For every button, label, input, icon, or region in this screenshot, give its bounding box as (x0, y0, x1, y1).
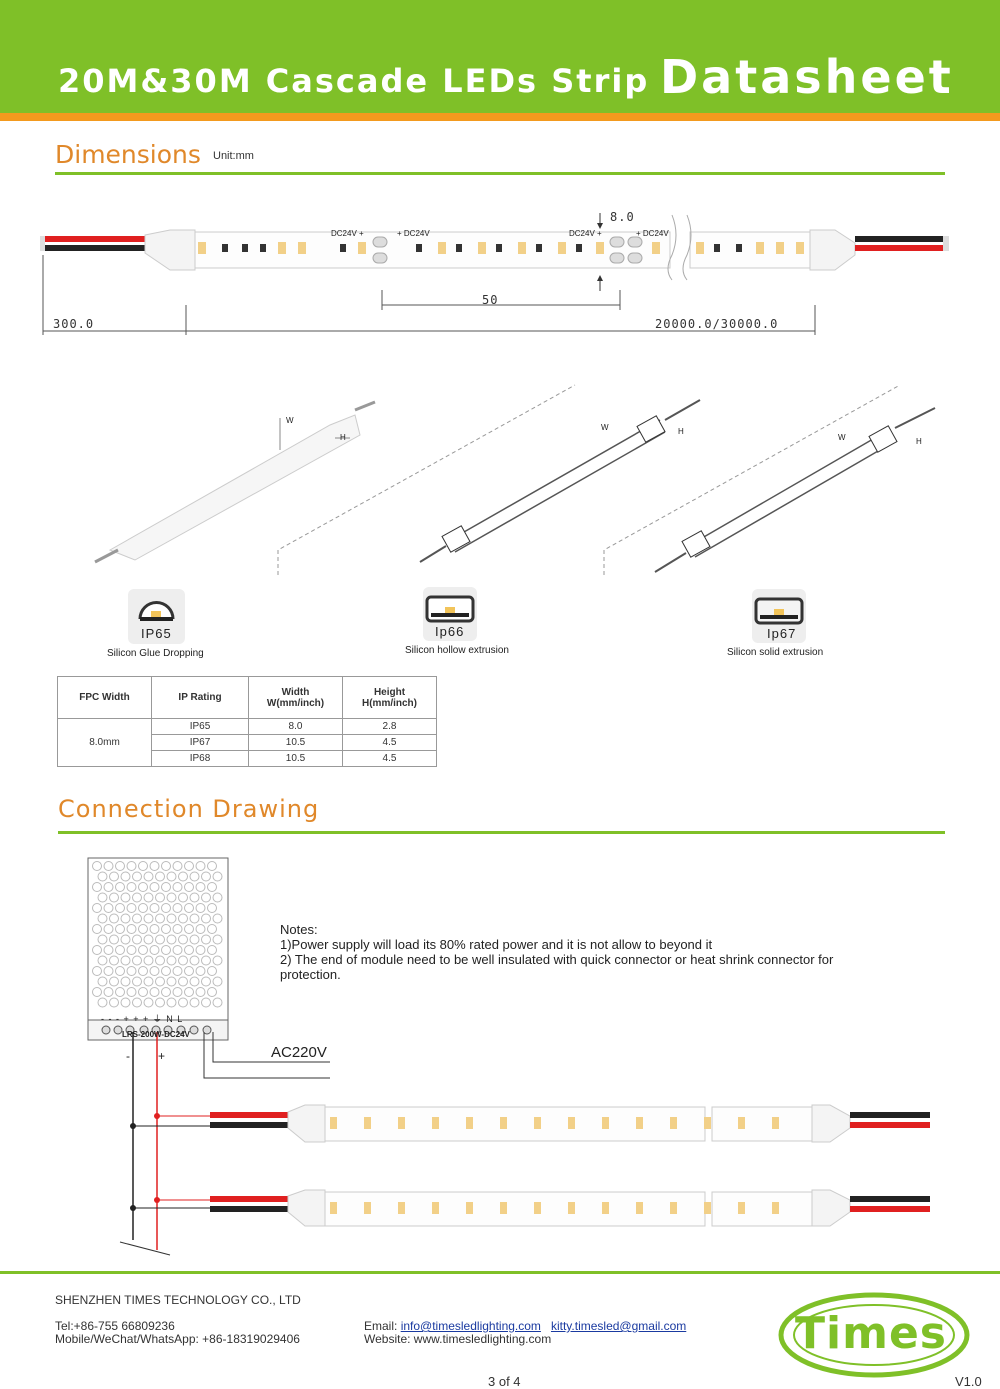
email-label: Email: (364, 1319, 401, 1333)
ac-input-label: AC220V (271, 1044, 327, 1061)
ip66-name: Silicon hollow extrusion (405, 645, 509, 656)
fpc-width-cell: 8.0mm (57, 718, 152, 767)
note-1: 1)Power supply will load its 80% rated p… (280, 937, 713, 952)
dc-label-4: + DC24V (636, 229, 669, 238)
width-header-label: Width (281, 686, 310, 698)
company-name: SHENZHEN TIMES TECHNOLOGY CO., LTD (55, 1293, 301, 1307)
ip65-icon (128, 589, 185, 644)
h-label-3: H (916, 437, 922, 446)
minus-label: - (126, 1049, 130, 1063)
psu-model: LRS-200W-DC24V (122, 1030, 190, 1039)
plus-label: + (158, 1049, 166, 1063)
ip-cell: IP68 (151, 750, 249, 767)
strip-dimension-drawing (40, 213, 949, 335)
page-number: 3 of 4 (488, 1374, 521, 1389)
dc-label-1: DC24V + (331, 229, 364, 238)
lead-length-dimension: 300.0 (53, 317, 95, 331)
footer-rule (0, 1271, 1000, 1274)
strip-length-dimension: 20000.0/30000.0 (655, 317, 779, 331)
connection-title: Connection Drawing (58, 795, 320, 823)
logo-text: Times (795, 1308, 947, 1359)
w-label-3: W (838, 433, 846, 442)
height-header-label: Height (373, 686, 406, 698)
header-banner (0, 0, 1000, 113)
h-label-2: H (678, 427, 684, 436)
times-logo: Times (777, 1290, 972, 1380)
w-label-2: W (601, 423, 609, 432)
connection-diagram (87, 857, 930, 1256)
table-row: IP68 10.5 4.5 (58, 750, 437, 767)
table-row: 8.0mm IP65 8.0 2.8 (57, 718, 437, 767)
width-cell: 10.5 (248, 734, 343, 751)
height-header-unit: H(mm/inch) (362, 697, 417, 709)
ip-rating-header: IP Rating (151, 676, 249, 719)
height-cell: 4.5 (342, 750, 437, 767)
datasheet-label: Datasheet (660, 50, 954, 104)
email-line: Email: info@timesledlighting.com kitty.t… (364, 1319, 686, 1333)
header-accent-bar (0, 113, 1000, 121)
ip67-icon (752, 589, 806, 643)
ip66-icon (423, 587, 477, 641)
document-title: 20M&30M Cascade LEDs Strip (58, 62, 650, 100)
height-cell: 4.5 (342, 734, 437, 751)
fpc-width-header: FPC Width (57, 676, 152, 719)
width-cell: 8.0 (248, 718, 343, 735)
ip67-name: Silicon solid extrusion (727, 647, 824, 658)
ip67-label: Ip67 (767, 626, 797, 641)
dimensions-rule (55, 172, 945, 175)
w-label-1: W (286, 416, 294, 425)
unit-label: Unit:mm (213, 150, 254, 162)
width-header-unit: W(mm/inch) (266, 697, 325, 709)
email-link-2[interactable]: kitty.timesled@gmail.com (550, 1319, 687, 1333)
tel: Tel:+86-755 66809236 (55, 1319, 175, 1333)
ip66-label: Ip66 (435, 624, 465, 639)
notes-title: Notes: (280, 922, 318, 937)
version: V1.0 (955, 1374, 982, 1389)
ip-cell: IP65 (151, 718, 249, 735)
h-label-1: H (340, 433, 346, 442)
dimensions-title: Dimensions (55, 140, 201, 169)
note-2-continued: protection. (280, 967, 341, 982)
width-dimension: 8.0 (610, 210, 635, 224)
dc-label-3: DC24V + (569, 229, 602, 238)
psu-terminals: - - - + + + ⏚ N L (101, 1014, 184, 1024)
website: Website: www.timesledlighting.com (364, 1332, 552, 1346)
note-2: 2) The end of module need to be well ins… (280, 952, 834, 967)
width-cell: 10.5 (248, 750, 343, 767)
notes-block: Notes: 1)Power supply will load its 80% … (280, 922, 833, 982)
height-cell: 2.8 (342, 718, 437, 735)
ip-cell: IP67 (151, 734, 249, 751)
email-link-1[interactable]: info@timesledlighting.com (400, 1319, 541, 1333)
ip65-label: IP65 (141, 626, 172, 641)
pitch-dimension: 50 (482, 293, 499, 307)
dc-label-2: + DC24V (397, 229, 430, 238)
connection-rule (58, 831, 945, 834)
ip-rating-diagrams (94, 384, 936, 575)
ip65-name: Silicon Glue Dropping (107, 648, 204, 659)
mobile: Mobile/WeChat/WhatsApp: +86-18319029406 (55, 1332, 300, 1346)
